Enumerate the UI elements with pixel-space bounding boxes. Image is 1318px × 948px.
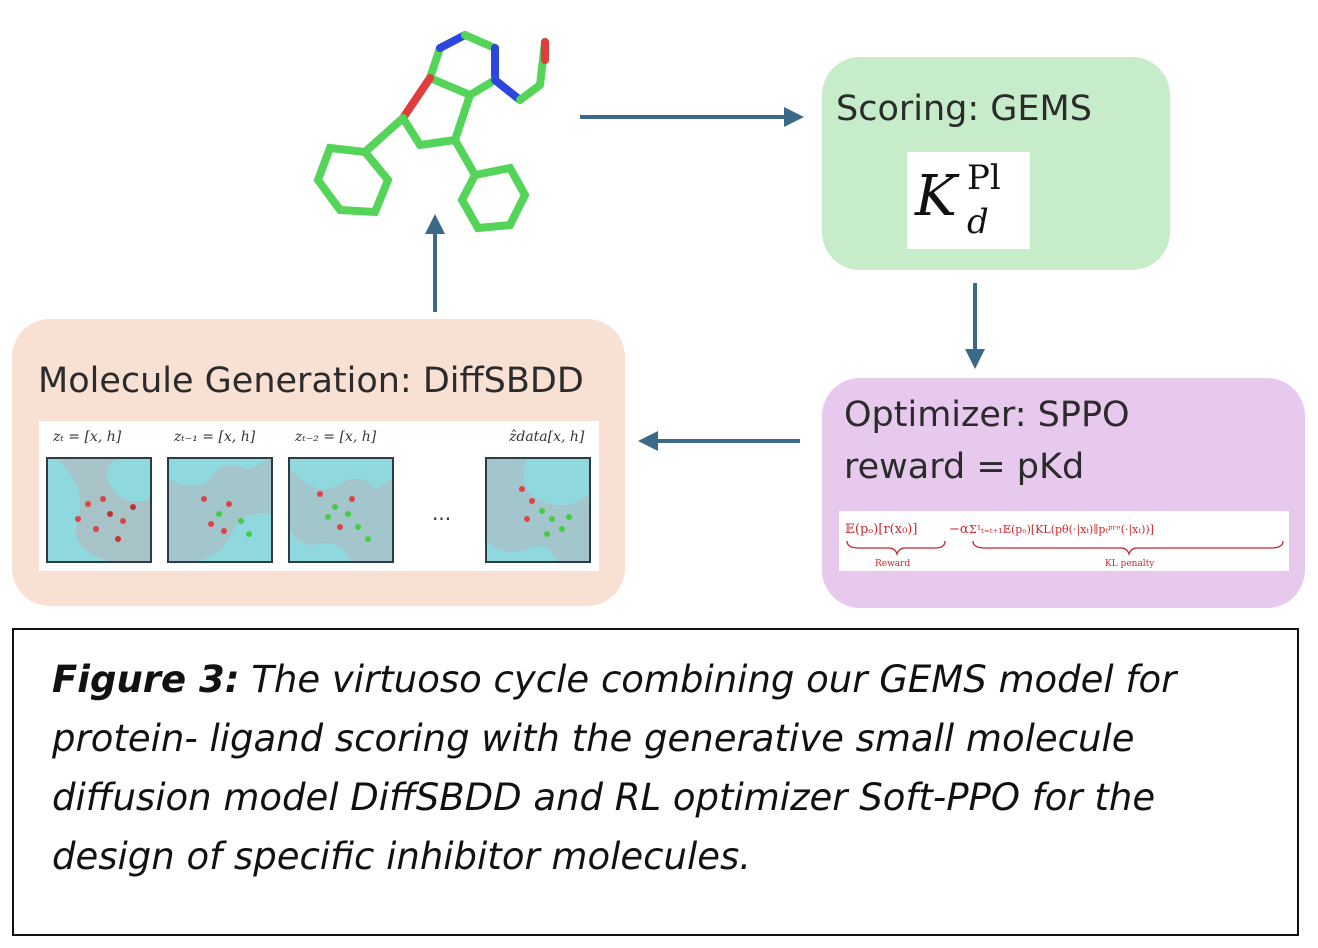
formula-reward-term: 𝔼(pₒ)[r(x₀)] (845, 522, 917, 537)
pocket-image (487, 459, 589, 561)
kd-equation: K Pl d (907, 152, 1030, 249)
kd-symbol: K (915, 164, 957, 229)
spo-objective-formula: 𝔼(pₒ)[r(x₀)] −α Σ¹ₜ₌ₜ₊₁𝔼(pₒ)[KL(pθ(·|xₜ)… (839, 511, 1289, 571)
molecule-stick-model (313, 31, 549, 233)
formula-kl-label: KL penalty (1105, 559, 1155, 569)
formula-kl-term: Σ¹ₜ₌ₜ₊₁𝔼(pₒ)[KL(pθ(·|xₜ)∥pₜᵖʳᵉ(·|xₜ))] (969, 523, 1154, 537)
frame-label: zₜ₋₁ = [x, h] (174, 429, 256, 445)
figure-caption-box: Figure 3: The virtuoso cycle combining o… (12, 628, 1299, 936)
scoring-title: Scoring: GEMS (836, 89, 1092, 129)
diffusion-frame (485, 457, 591, 563)
diffusion-frames-strip: zₜ = [x, h] zₜ₋₁ = [x, h] zₜ₋₂ = [x, h] … (39, 421, 599, 571)
diffusion-frame (167, 457, 273, 563)
frame-label: ẑdata[x, h] (509, 429, 585, 445)
optimizer-title: Optimizer: SPPO (844, 395, 1130, 435)
kl-underbrace (972, 540, 1284, 557)
generation-title: Molecule Generation: DiffSBDD (38, 361, 584, 401)
optimizer-box: Optimizer: SPPO reward = pKd 𝔼(pₒ)[r(x₀)… (822, 378, 1305, 608)
kd-subscript: d (967, 202, 989, 242)
formula-graphic: 𝔼(pₒ)[r(x₀)] −α Σ¹ₜ₌ₜ₊₁𝔼(pₒ)[KL(pθ(·|xₜ)… (845, 522, 1284, 569)
frame-label: zₜ₋₂ = [x, h] (295, 429, 377, 445)
formula-reward-label: Reward (875, 559, 910, 569)
scoring-box: Scoring: GEMS K Pl d (822, 57, 1170, 270)
diffusion-frame (46, 457, 152, 563)
pocket-image (169, 459, 271, 561)
formula-minus: −α (949, 522, 969, 537)
optimizer-reward: reward = pKd (844, 447, 1085, 487)
figure-caption: Figure 3: The virtuoso cycle combining o… (52, 650, 1272, 886)
diffusion-frame (288, 457, 394, 563)
reward-underbrace (846, 540, 946, 557)
caption-text: The virtuoso cycle combining our GEMS mo… (52, 658, 1177, 878)
kd-superscript: Pl (967, 158, 1001, 198)
generation-box: Molecule Generation: DiffSBDD zₜ = [x, h… (12, 319, 625, 606)
caption-label: Figure 3: (52, 658, 240, 701)
ellipsis: ... (432, 501, 452, 525)
pocket-image (48, 459, 150, 561)
pocket-image (290, 459, 392, 561)
frame-label: zₜ = [x, h] (53, 429, 122, 445)
